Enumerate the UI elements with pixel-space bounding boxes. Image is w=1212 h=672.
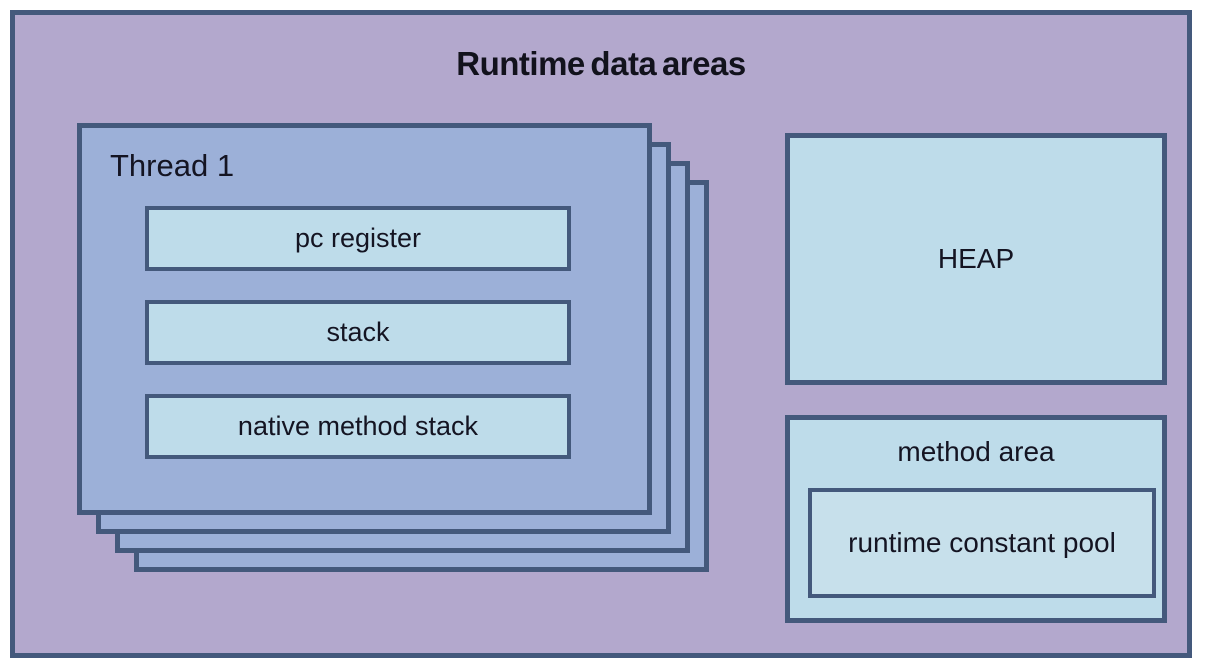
runtime-constant-pool-box[interactable]: runtime constant pool xyxy=(808,488,1156,598)
thread-label: Thread 1 xyxy=(110,148,235,183)
heap-label: HEAP xyxy=(937,243,1015,274)
native-method-stack-label: native method stack xyxy=(237,411,479,441)
pc-register-label: pc register xyxy=(294,223,422,253)
stack-label: stack xyxy=(326,317,390,347)
thread-card-stack: Thread 1 pc register stack native method… xyxy=(77,123,709,635)
stack-box[interactable]: stack xyxy=(145,300,571,365)
pc-register-box[interactable]: pc register xyxy=(145,206,571,271)
page-title: Runtime data areas xyxy=(456,45,746,82)
runtime-data-areas-container: Runtime data areas Thread 1 pc register … xyxy=(10,10,1192,658)
thread-card-front-1[interactable]: Thread 1 pc register stack native method… xyxy=(77,123,652,515)
runtime-constant-pool-label: runtime constant pool xyxy=(848,527,1116,559)
native-method-stack-box[interactable]: native method stack xyxy=(145,394,571,459)
heap-box[interactable]: HEAP xyxy=(785,133,1167,385)
method-area-box[interactable]: method area runtime constant pool xyxy=(785,415,1167,623)
method-area-label: method area xyxy=(897,436,1055,467)
